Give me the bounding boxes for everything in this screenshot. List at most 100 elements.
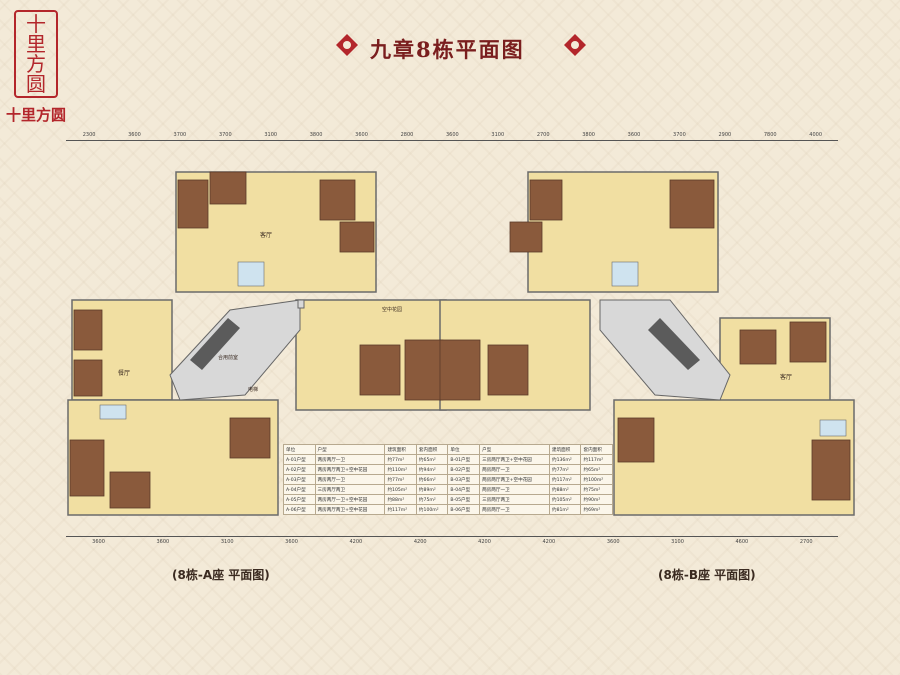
dimension-label: 3600 bbox=[446, 132, 459, 138]
table-header-cell: 单位 bbox=[447, 444, 481, 455]
dimension-label: 3700 bbox=[218, 132, 232, 138]
dimension-label: 3800 bbox=[309, 132, 323, 138]
table-cell: 两房两厅两卫+空中花园 bbox=[479, 474, 550, 485]
table-cell: 约100m² bbox=[415, 504, 449, 515]
dimension-label: 3800 bbox=[582, 132, 595, 138]
table-cell: 约105m² bbox=[548, 494, 582, 505]
dimension-label: 2900 bbox=[718, 132, 732, 138]
dimension-label: 3600 bbox=[92, 539, 105, 545]
table-cell: 约89m² bbox=[415, 484, 449, 495]
ornament-right-icon bbox=[564, 34, 586, 56]
table-cell: 约75m² bbox=[415, 494, 449, 505]
table-cell: 约117m² bbox=[384, 504, 417, 515]
table-cell: 约77m² bbox=[548, 464, 582, 475]
table-header-cell: 建筑面积 bbox=[548, 444, 582, 455]
table-cell: 约77m² bbox=[384, 454, 417, 465]
table-cell: 两房两厅一卫 bbox=[479, 504, 550, 515]
logo-glyph: 圆 bbox=[26, 72, 46, 96]
dimension-label: 4000 bbox=[809, 132, 823, 138]
table-header-cell: 户型 bbox=[314, 444, 386, 455]
table-cell: 约136m² bbox=[548, 454, 582, 465]
table-header-cell: 套内面积 bbox=[580, 444, 613, 455]
table-cell: 约94m² bbox=[415, 464, 449, 475]
table-cell: 约81m² bbox=[548, 504, 582, 515]
dimension-label: 3600 bbox=[128, 132, 141, 138]
dimension-label: 3600 bbox=[156, 539, 170, 545]
table-cell: B-05户型 bbox=[447, 494, 481, 505]
table-cell: 约69m² bbox=[580, 504, 613, 515]
dimension-label: 7800 bbox=[763, 132, 777, 138]
dimension-label: 2700 bbox=[799, 539, 813, 545]
dimension-label: 4200 bbox=[478, 539, 491, 545]
unit-area-table: 单位 户型 建筑面积 套内面积 单位 户型 建筑面积 套内面积 A-01户型两房… bbox=[283, 444, 613, 515]
dimension-label: 3700 bbox=[173, 132, 187, 138]
table-cell: 约90m² bbox=[580, 494, 613, 505]
room-label: 空中花园 bbox=[382, 307, 403, 313]
table-cell: 两房两厅一卫 bbox=[479, 464, 550, 475]
table-cell: 约88m² bbox=[384, 494, 417, 505]
room-label: 合用前室 bbox=[218, 355, 239, 361]
dimension-label: 3600 bbox=[355, 132, 368, 138]
table-cell: 两房两厅一卫 bbox=[314, 474, 386, 485]
caption-b: (8栋-B座 平面图) bbox=[658, 568, 756, 582]
table-cell: 约65m² bbox=[415, 454, 449, 465]
table-cell: 三房两厅两卫+空中花园 bbox=[479, 454, 550, 465]
table-header-cell: 单位 bbox=[283, 444, 316, 455]
table-cell: 约100m² bbox=[580, 474, 613, 485]
dimension-label: 2700 bbox=[536, 132, 550, 138]
table-cell: B-06户型 bbox=[447, 504, 481, 515]
table-header-cell: 套内面积 bbox=[415, 444, 449, 455]
table-header-cell: 户型 bbox=[479, 444, 550, 455]
dimension-label: 3100 bbox=[264, 132, 278, 138]
table-cell: A-01户型 bbox=[283, 454, 316, 465]
dimension-label: 4200 bbox=[349, 539, 363, 545]
table-cell: 约88m² bbox=[548, 484, 582, 495]
caption-a: (8栋-A座 平面图) bbox=[172, 568, 270, 582]
brand-name: 十里方圆 bbox=[6, 106, 67, 124]
table-cell: 两房两厅一卫 bbox=[314, 454, 386, 465]
table-cell: 两房两厅一卫+空中花园 bbox=[314, 494, 386, 505]
dimension-label: 3600 bbox=[606, 539, 620, 545]
dimension-label: 4200 bbox=[542, 539, 556, 545]
room-label: 电梯 bbox=[248, 387, 259, 393]
dimension-label: 2800 bbox=[400, 132, 414, 138]
table-cell: A-04户型 bbox=[283, 484, 316, 495]
table-cell: 三房两厅两卫 bbox=[479, 494, 550, 505]
dimension-label: 3600 bbox=[285, 539, 298, 545]
dimension-label: 3100 bbox=[491, 132, 505, 138]
brand-logo: 十 里 方 圆 bbox=[14, 10, 58, 98]
table-cell: 两房两厅一卫 bbox=[479, 484, 550, 495]
table-header-row: 单位 户型 建筑面积 套内面积 单位 户型 建筑面积 套内面积 bbox=[283, 444, 613, 455]
table-cell: 约77m² bbox=[384, 474, 417, 485]
table-cell: A-05户型 bbox=[283, 494, 316, 505]
page-title: 九章8栋平面图 bbox=[370, 37, 525, 62]
table-cell: B-02户型 bbox=[447, 464, 481, 475]
dimension-label: 3100 bbox=[220, 539, 234, 545]
table-cell: B-03户型 bbox=[447, 474, 481, 485]
logo-glyph: 十 bbox=[26, 12, 46, 36]
table-cell: 约110m² bbox=[384, 464, 417, 475]
table-cell: 约65m² bbox=[580, 464, 613, 475]
table-cell: 约105m² bbox=[384, 484, 417, 495]
table-cell: 约117m² bbox=[548, 474, 582, 485]
table-cell: 约75m² bbox=[580, 484, 613, 495]
dimension-label: 4600 bbox=[735, 539, 749, 545]
table-cell: 三房两厅两卫 bbox=[314, 484, 386, 495]
dimension-label: 3700 bbox=[673, 132, 686, 138]
ornament-left-icon bbox=[336, 34, 358, 56]
room-label: 客厅 bbox=[780, 374, 793, 381]
table-cell: A-03户型 bbox=[283, 474, 316, 485]
dimension-label: 3100 bbox=[671, 539, 684, 545]
dimension-line-top bbox=[66, 140, 838, 141]
table-cell: 约66m² bbox=[415, 474, 449, 485]
table-cell: 两房两厅两卫+空中花园 bbox=[314, 504, 386, 515]
dimension-label: 2300 bbox=[82, 132, 96, 138]
